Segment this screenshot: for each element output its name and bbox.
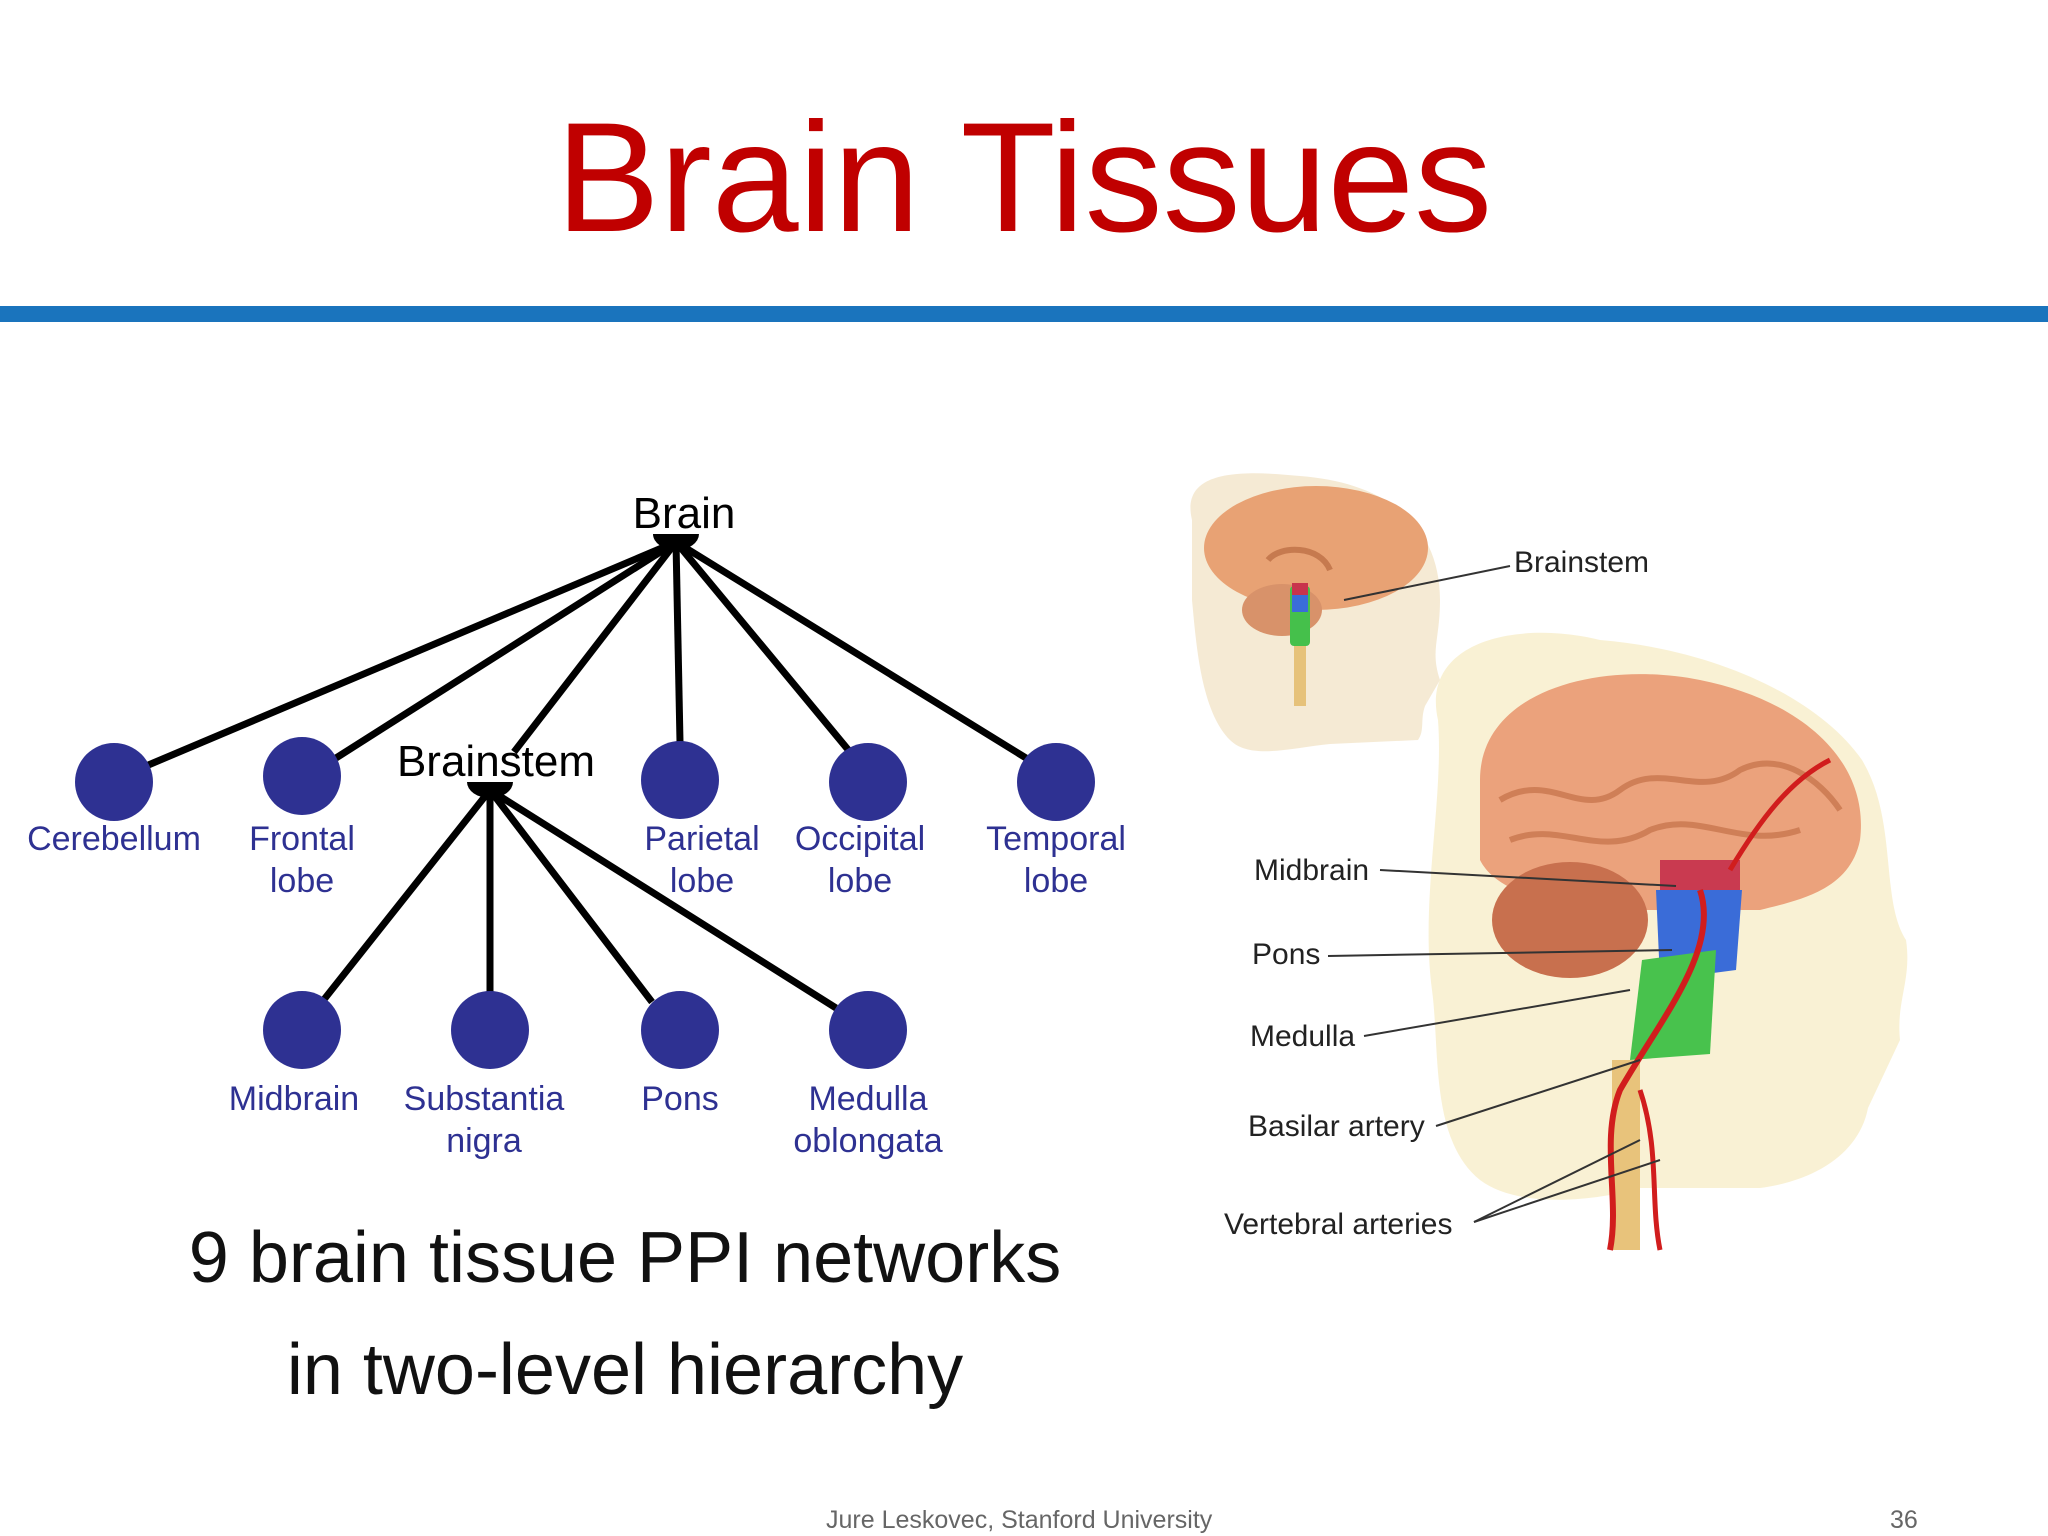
node-cerebellum <box>75 743 153 821</box>
node-parietal <box>641 741 719 819</box>
edge-brain-cerebellum <box>144 538 678 770</box>
root-label: Brain <box>633 489 736 538</box>
callout-basilar-artery: Basilar artery <box>1248 1110 1425 1143</box>
callout-pons: Pons <box>1252 938 1320 971</box>
callout-medulla: Medulla <box>1250 1020 1355 1053</box>
edge-brain-occipital <box>673 539 853 755</box>
callout-vertebral-arteries: Vertebral arteries <box>1224 1208 1452 1241</box>
node-frontal <box>263 737 341 815</box>
callout-lines <box>1327 565 1677 1223</box>
page-number: 36 <box>1890 1506 1918 1534</box>
node-occipital <box>829 743 907 821</box>
brainstem-hub <box>467 782 513 798</box>
node-label-pons: Pons <box>641 1080 719 1118</box>
callout-brainstem: Brainstem <box>1514 546 1649 579</box>
edge-brain-frontal <box>334 539 678 761</box>
tree-nodes <box>75 737 1095 1069</box>
caption-line-1: 9 brain tissue PPI networks <box>188 1218 1062 1298</box>
edge-brainstem-pons <box>487 787 655 1005</box>
callout-midbrain: Midbrain <box>1254 854 1369 887</box>
slide-title: Brain Tissues <box>555 91 1493 265</box>
large-head-image <box>1428 632 1908 1251</box>
node-label-midbrain: Midbrain <box>229 1080 359 1118</box>
node-label-cerebellum: Cerebellum <box>27 820 201 858</box>
title-divider <box>0 306 2048 322</box>
edge-brain-parietal <box>672 541 684 743</box>
brain-hub <box>653 534 699 550</box>
small-head-image <box>1190 473 1440 752</box>
edge-brain-temporal <box>674 539 1028 761</box>
subroot-label: Brainstem <box>397 737 595 786</box>
node-pons <box>641 991 719 1069</box>
edge-brain-brainstem <box>511 539 679 755</box>
caption-line-2: in two-level hierarchy <box>286 1330 964 1410</box>
tree-edges <box>144 538 1028 1011</box>
edge-brainstem-medulla <box>488 787 838 1011</box>
node-medulla <box>829 991 907 1069</box>
node-midbrain <box>263 991 341 1069</box>
footer-author: Jure Leskovec, Stanford University <box>826 1506 1213 1534</box>
node-substantia <box>451 991 529 1069</box>
edge-brainstem-midbrain <box>319 787 493 1005</box>
node-temporal <box>1017 743 1095 821</box>
